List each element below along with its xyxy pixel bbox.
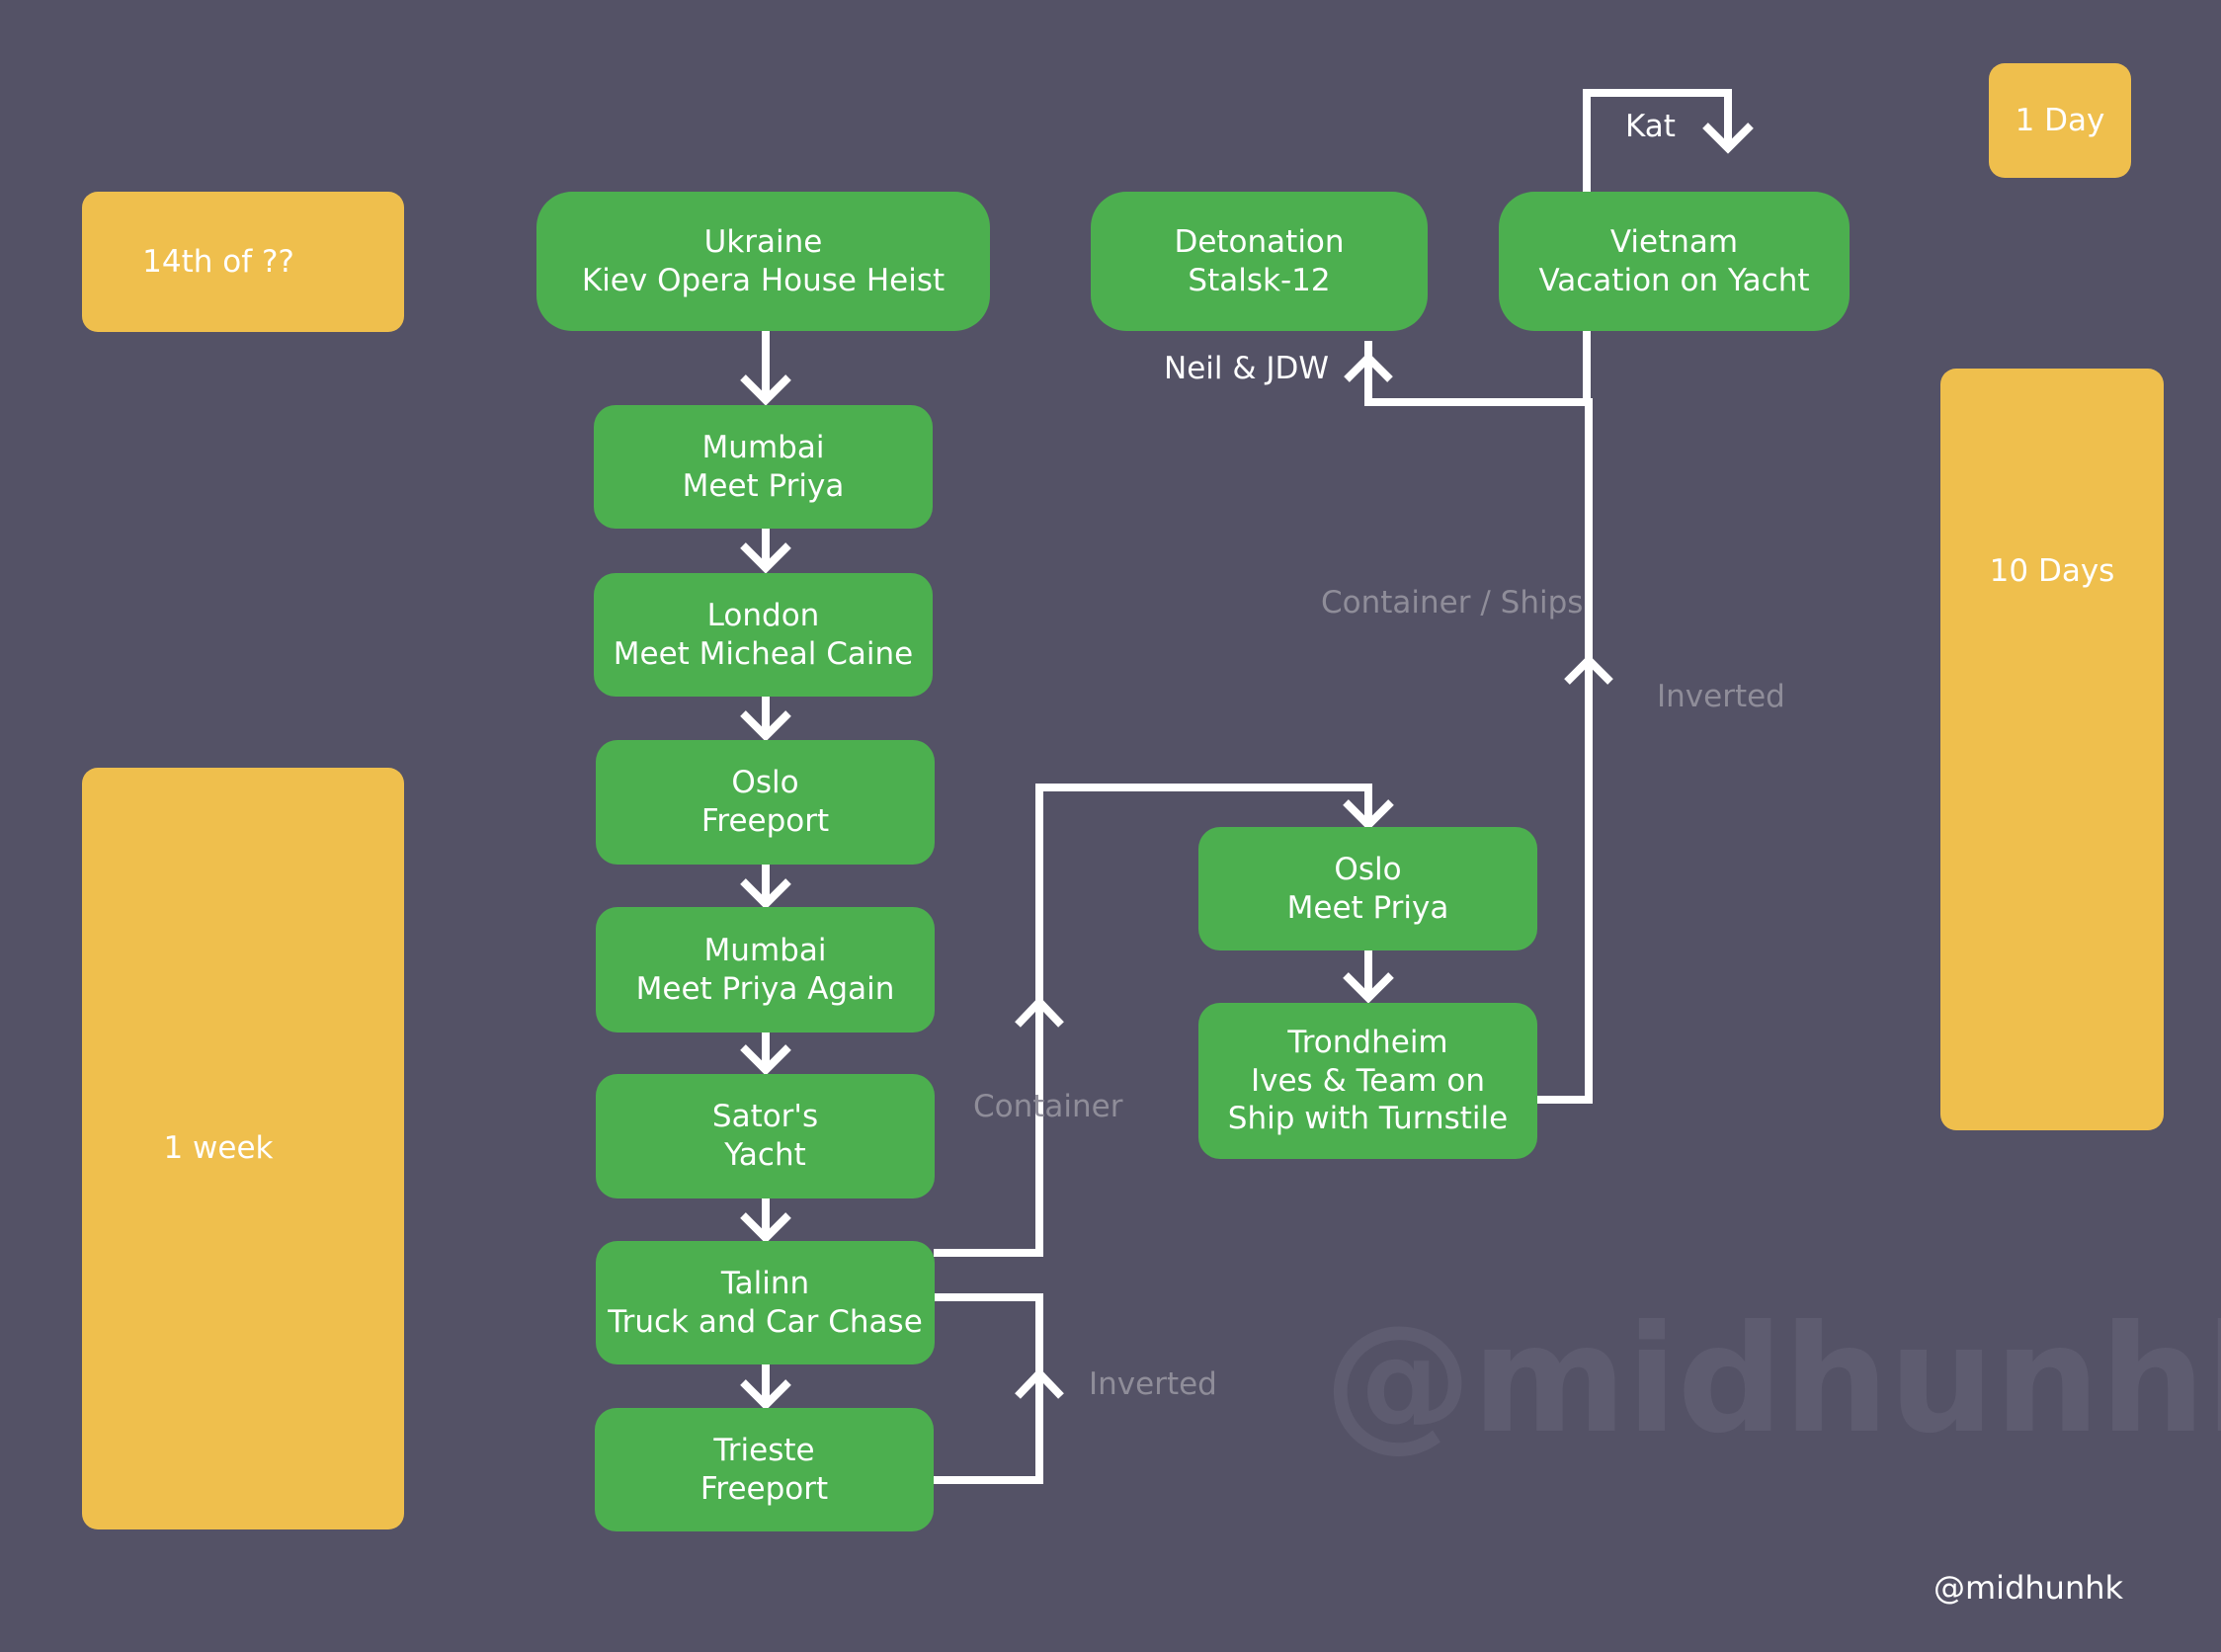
author-credit: @midhunhk (1933, 1569, 2124, 1607)
node-ukraine-line1: Ukraine (703, 223, 823, 260)
node-oslo-freeport: Oslo Freeport (596, 740, 935, 865)
edge-oslo-to-trondheim (1343, 950, 1394, 1004)
node-oslo-freeport-line2: Freeport (700, 803, 830, 839)
node-sators-yacht-line1: Sator's (711, 1099, 819, 1135)
timeline-one-day-block: 1 Day (1989, 63, 2131, 178)
timeline-ten-days-block: 10 Days (1940, 369, 2164, 1130)
node-trieste-line1: Trieste (713, 1432, 815, 1468)
node-oslo-priya-line1: Oslo (1334, 851, 1402, 887)
node-oslo-priya-line2: Meet Priya (1286, 889, 1449, 926)
timeline-week-block: 1 week (82, 768, 404, 1529)
edge-trondheim-to-detonation (1364, 341, 1593, 1104)
node-trieste-line2: Freeport (699, 1470, 829, 1507)
edge-talinn-to-oslo-priya (934, 784, 1394, 1257)
node-mumbai-meet-priya: Mumbai Meet Priya (594, 405, 933, 529)
timeline-ten-days-label: 10 Days (1989, 553, 2115, 590)
node-talinn: Talinn Truck and Car Chase (596, 1241, 935, 1364)
arrow-container-up (1015, 996, 1064, 1028)
edge-label-container: Container (973, 1089, 1123, 1124)
node-mumbai1-line2: Meet Priya (682, 467, 845, 504)
node-sators-yacht: Sator's Yacht (596, 1074, 935, 1198)
node-trondheim-line2: Ives & Team on (1251, 1062, 1485, 1099)
node-detonation-line2: Stalsk-12 (1188, 262, 1331, 298)
node-talinn-line1: Talinn (720, 1265, 810, 1301)
edge-kat-loop (1583, 89, 1754, 193)
timeline-week-label: 1 week (163, 1130, 274, 1167)
node-sators-yacht-line2: Yacht (724, 1137, 806, 1173)
main-chain-edges (740, 331, 791, 1411)
node-london: London Meet Micheal Caine (594, 573, 933, 697)
node-mumbai1-line1: Mumbai (701, 429, 825, 465)
node-talinn-line2: Truck and Car Chase (608, 1303, 923, 1340)
edge-label-neil-jdw: Neil & JDW (1164, 351, 1330, 386)
timeline-date-block: 14th of ?? (82, 192, 404, 332)
node-london-line2: Meet Micheal Caine (613, 635, 914, 672)
edge-label-inverted-bottom: Inverted (1089, 1366, 1217, 1402)
node-trondheim: Trondheim Ives & Team on Ship with Turns… (1198, 1003, 1537, 1159)
node-trondheim-line3: Ship with Turnstile (1227, 1101, 1509, 1137)
timeline-one-day-label: 1 Day (2015, 102, 2105, 138)
node-vietnam-line2: Vacation on Yacht (1538, 262, 1810, 298)
edge-label-kat: Kat (1625, 109, 1676, 144)
arrow-inverted-right-up (1564, 654, 1613, 685)
node-mumbai-meet-priya-again: Mumbai Meet Priya Again (596, 907, 935, 1032)
node-oslo-meet-priya: Oslo Meet Priya (1198, 827, 1537, 950)
node-london-line1: London (706, 597, 820, 633)
node-vietnam-line1: Vietnam (1609, 223, 1739, 260)
node-ukraine: Ukraine Kiev Opera House Heist (536, 192, 990, 331)
node-trondheim-line1: Trondheim (1287, 1024, 1448, 1060)
edge-trieste-inverted (934, 1293, 1043, 1484)
edge-label-container-ships: Container / Ships (1321, 585, 1584, 620)
watermark: @midhunhk (1324, 1294, 2221, 1466)
node-mumbai2-line1: Mumbai (703, 932, 827, 968)
node-vietnam: Vietnam Vacation on Yacht (1499, 192, 1850, 331)
node-detonation-line1: Detonation (1174, 223, 1345, 260)
node-oslo-freeport-line1: Oslo (731, 765, 799, 801)
node-trieste: Trieste Freeport (595, 1408, 934, 1531)
arrow-neil-jdw (1344, 352, 1393, 382)
arrow-inverted-up (1015, 1367, 1064, 1399)
node-detonation: Detonation Stalsk-12 (1091, 192, 1428, 331)
node-ukraine-line2: Kiev Opera House Heist (581, 262, 946, 298)
timeline-date-label: 14th of ?? (142, 243, 294, 280)
node-mumbai2-line2: Meet Priya Again (635, 970, 895, 1007)
edge-label-inverted-top: Inverted (1657, 679, 1785, 714)
